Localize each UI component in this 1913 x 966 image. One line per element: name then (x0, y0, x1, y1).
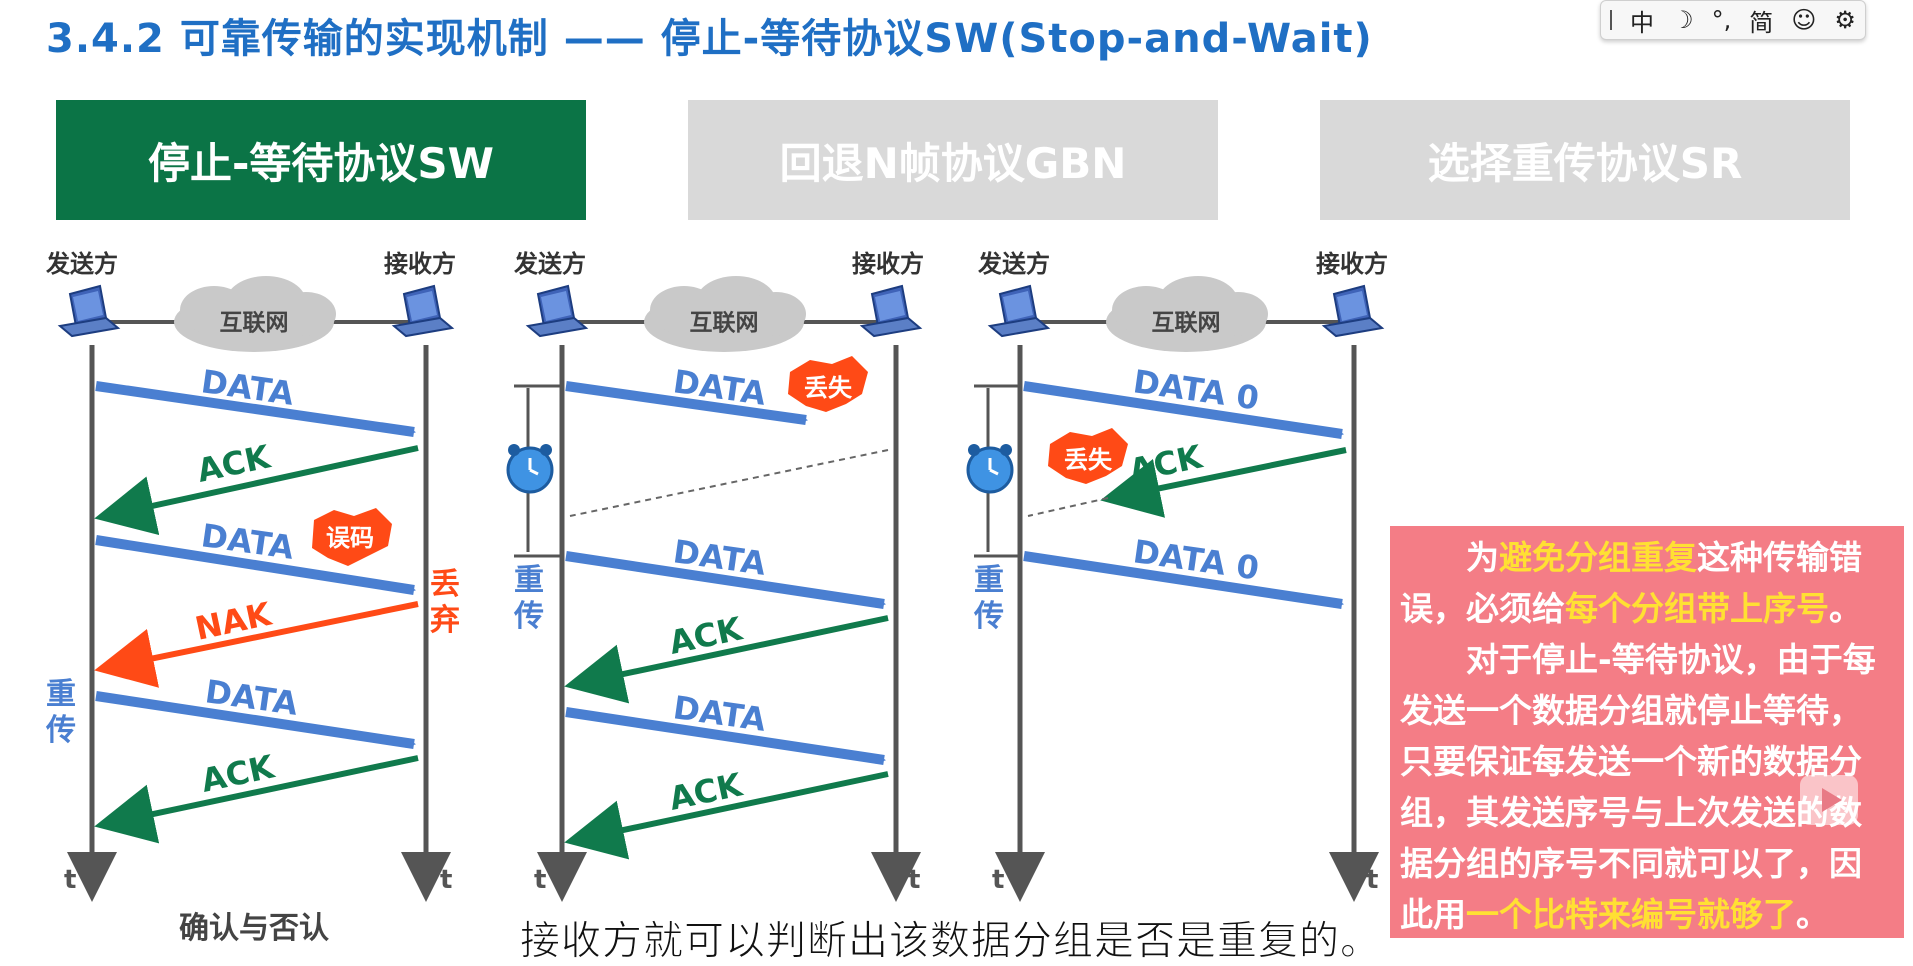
d3-retransmit-1: 重 (974, 563, 1004, 598)
d2-sender-label: 发送方 (513, 250, 586, 278)
d2-arrow-label-5: ACK (666, 765, 747, 818)
d1-retransmit-1: 重 (46, 677, 76, 712)
d1-internet-label: 互联网 (220, 310, 289, 336)
tab-sr[interactable]: 选择重传协议SR (1320, 100, 1850, 220)
d3-ack-arrow-lost (1100, 447, 1347, 518)
d3-sender-time: t (992, 865, 1004, 895)
play-button-icon[interactable] (1800, 775, 1858, 825)
note-text: 为 (1466, 538, 1499, 577)
d3-sender-label: 发送方 (977, 250, 1050, 278)
ime-emoji-icon[interactable]: ☺ (1791, 6, 1817, 34)
d2-data-arrow-lost (565, 381, 808, 425)
note-highlight: 避免分组重复 (1499, 538, 1697, 577)
d2-lost-badge: 丢失 (804, 374, 853, 402)
d1-error-burst-icon (312, 508, 392, 566)
d2-receiver-label: 接收方 (852, 250, 924, 278)
d3-receiver-label: 接收方 (1316, 250, 1388, 278)
d2-internet-label: 互联网 (690, 310, 759, 336)
d1-data-arrow-1 (95, 381, 416, 437)
d3-lost-badge: 丢失 (1064, 446, 1113, 474)
d1-discard-1: 丢 (430, 567, 460, 602)
d1-error-badge: 误码 (326, 524, 374, 552)
tab-sw[interactable]: 停止-等待协议SW (56, 100, 586, 220)
d1-ack-arrow-1 (94, 445, 419, 536)
d2-data-arrow-3 (565, 707, 886, 765)
d2-retransmit-1: 重 (514, 563, 544, 598)
note-text: 对于停止-等待协议，由于每发送一个数据分组就停止等待，只要保证每发送一个新的数据… (1400, 640, 1876, 934)
note-paragraph-1: 为避免分组重复这种传输错误，必须给每个分组带上序号。 (1400, 532, 1894, 634)
ime-punctuation-button[interactable]: °, (1711, 6, 1732, 34)
d1-sender-laptop-icon (59, 285, 119, 337)
d2-lost-burst-icon (788, 356, 868, 412)
d1-nak-arrow (94, 601, 419, 688)
d3-data0-arrow-2 (1023, 551, 1344, 609)
d2-ack-arrow-1 (564, 615, 889, 704)
note-text: 。 (1796, 895, 1829, 934)
d1-data-arrow-2 (95, 535, 416, 595)
note-text: 这种传输错误，必须给 (1400, 538, 1862, 628)
title-main: 停止-等待协议SW(Stop-and-Wait) (660, 16, 1373, 62)
d3-internet-label: 互联网 (1152, 310, 1221, 336)
d3-timer-icon (966, 442, 1014, 494)
d1-sender-label: 发送方 (45, 250, 118, 278)
ime-moon-icon[interactable]: ☽ (1672, 6, 1694, 34)
d2-arrow-label-3: ACK (666, 609, 747, 662)
video-subtitle: 接收方就可以判断出该数据分组是否是重复的。 (520, 918, 1381, 965)
note-text: 。 (1829, 589, 1862, 628)
d3-receiver-laptop-icon (1323, 285, 1383, 337)
tab-gbn[interactable]: 回退N帧协议GBN (688, 100, 1218, 220)
d2-ack-arrow-2 (564, 771, 889, 860)
d3-phantom-ack (1027, 497, 1109, 517)
d1-sender-time: t (64, 865, 76, 895)
d1-ack-arrow-2 (94, 755, 419, 844)
explanation-note: 为避免分组重复这种传输错误，必须给每个分组带上序号。 对于停止-等待协议，由于每… (1390, 526, 1904, 938)
d2-phantom-ack (569, 449, 889, 517)
d2-timer-icon (506, 442, 554, 494)
d2-receiver-time: t (908, 865, 920, 895)
diagram-confirm: 发送方 接收方 互联网 t t DATA ACK DATA 误码 NAK 丢 弃… (45, 250, 460, 946)
d3-data0-arrow-1 (1023, 381, 1344, 439)
ime-toolbar: 中 ☽ °, 简 ☺ ⚙ (1600, 0, 1866, 40)
ime-cursor-icon (1610, 10, 1613, 30)
d1-discard-2: 弃 (430, 603, 460, 638)
title-prefix: 3.4.2 可靠传输的实现机制 —— (46, 16, 661, 62)
d2-sender-laptop-icon (527, 285, 587, 337)
slide-title: 3.4.2 可靠传输的实现机制 —— 停止-等待协议SW(Stop-and-Wa… (46, 6, 1373, 64)
d2-data-arrow-2 (565, 551, 886, 609)
ime-chinese-mode-button[interactable]: 中 (1630, 8, 1655, 37)
note-paragraph-2: 对于停止-等待协议，由于每发送一个数据分组就停止等待，只要保证每发送一个新的数据… (1400, 634, 1894, 940)
d2-retransmit-2: 传 (513, 599, 544, 634)
d3-receiver-time: t (1366, 865, 1378, 895)
d3-sender-laptop-icon (989, 285, 1049, 337)
d2-receiver-laptop-icon (861, 285, 921, 337)
d1-retransmit-2: 传 (45, 713, 76, 748)
note-highlight: 每个分组带上序号 (1565, 589, 1829, 628)
d1-receiver-laptop-icon (393, 285, 453, 337)
d1-receiver-time: t (440, 865, 452, 895)
d1-caption: 确认与否认 (179, 911, 329, 946)
note-highlight: 一个比特来编号就够了 (1466, 895, 1796, 934)
d1-arrow-label-4: NAK (192, 595, 276, 648)
d3-retransmit-2: 传 (973, 599, 1004, 634)
diagram-duplicate: 发送方 接收方 互联网 t t DATA 0 ACK 丢失 DATA 0 重 传 (966, 250, 1388, 902)
diagram-timeout: 发送方 接收方 互联网 t t DATA 丢失 DATA ACK DATA AC… (506, 250, 924, 902)
d1-data-arrow-3 (95, 691, 416, 749)
d1-receiver-label: 接收方 (384, 250, 456, 278)
d3-lost-burst-icon (1048, 428, 1128, 484)
d2-sender-time: t (534, 865, 546, 895)
ime-settings-icon[interactable]: ⚙ (1834, 6, 1856, 34)
ime-simplified-button[interactable]: 简 (1749, 8, 1774, 37)
